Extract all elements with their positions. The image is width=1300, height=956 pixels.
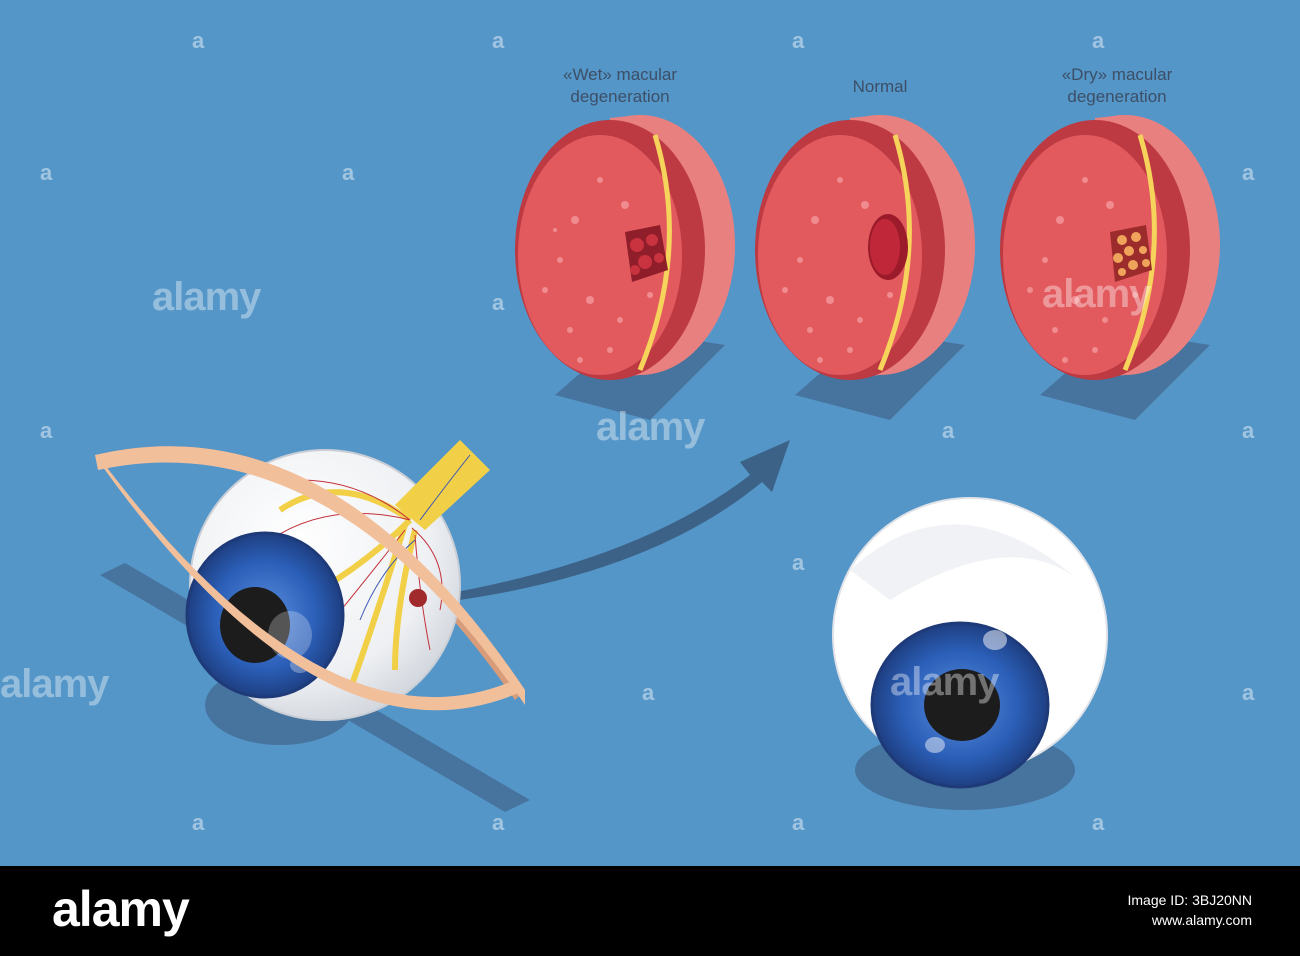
- wet-lesion: [625, 225, 668, 282]
- watermark-mark: a: [40, 160, 53, 185]
- watermark-mark: a: [492, 810, 505, 835]
- standalone-eyeball: [832, 497, 1108, 789]
- watermark-mark: a: [1092, 810, 1105, 835]
- eye-anatomy-diagram: [0, 0, 1300, 866]
- watermark-mark: a: [192, 810, 205, 835]
- watermark: alamy: [596, 405, 705, 449]
- watermark-mark: a: [492, 28, 505, 53]
- watermark-mark: a: [1092, 28, 1105, 53]
- image-id: Image ID: 3BJ20NN: [1127, 892, 1253, 908]
- watermark-mark: a: [40, 418, 53, 443]
- watermark: alamy: [0, 662, 109, 706]
- retina-slice-normal: [755, 115, 975, 380]
- zoom-arrow: [440, 440, 790, 602]
- watermark-mark: a: [492, 290, 505, 315]
- retina-slice-dry: [1000, 115, 1220, 380]
- image-id-block: Image ID: 3BJ20NN www.alamy.com: [1128, 890, 1253, 930]
- watermark: alamy: [1042, 272, 1151, 316]
- label-normal: Normal: [852, 77, 908, 96]
- brand-logo: alamy: [52, 881, 190, 937]
- watermark-mark: a: [792, 550, 805, 575]
- footer-bar: alamy Image ID: 3BJ20NN www.alamy.com: [0, 866, 1300, 956]
- watermark-mark: a: [942, 418, 955, 443]
- watermark: alamy: [890, 660, 999, 704]
- watermark-mark: a: [342, 160, 355, 185]
- watermark: alamy: [152, 275, 261, 319]
- eye-in-socket: [95, 440, 525, 721]
- illustration-canvas: «Wet» macular degeneration Normal «Dry» …: [0, 0, 1300, 866]
- watermark-mark: a: [792, 810, 805, 835]
- label-dry-amd: «Dry» macular degeneration: [1061, 65, 1173, 106]
- retina-slice-wet: [515, 115, 735, 380]
- standalone-pupil: [924, 669, 1000, 741]
- optic-nerve: [395, 440, 490, 530]
- watermark-mark: a: [1242, 680, 1255, 705]
- label-wet-amd: «Wet» macular degeneration: [562, 65, 677, 106]
- watermark-mark: a: [1242, 418, 1255, 443]
- watermark-mark: a: [792, 28, 805, 53]
- site-url: www.alamy.com: [1151, 912, 1252, 928]
- watermark-mark: a: [1242, 160, 1255, 185]
- macula-spot: [409, 589, 427, 607]
- dry-lesion: [1110, 225, 1152, 282]
- watermark-mark: a: [642, 680, 655, 705]
- watermark-mark: a: [192, 28, 205, 53]
